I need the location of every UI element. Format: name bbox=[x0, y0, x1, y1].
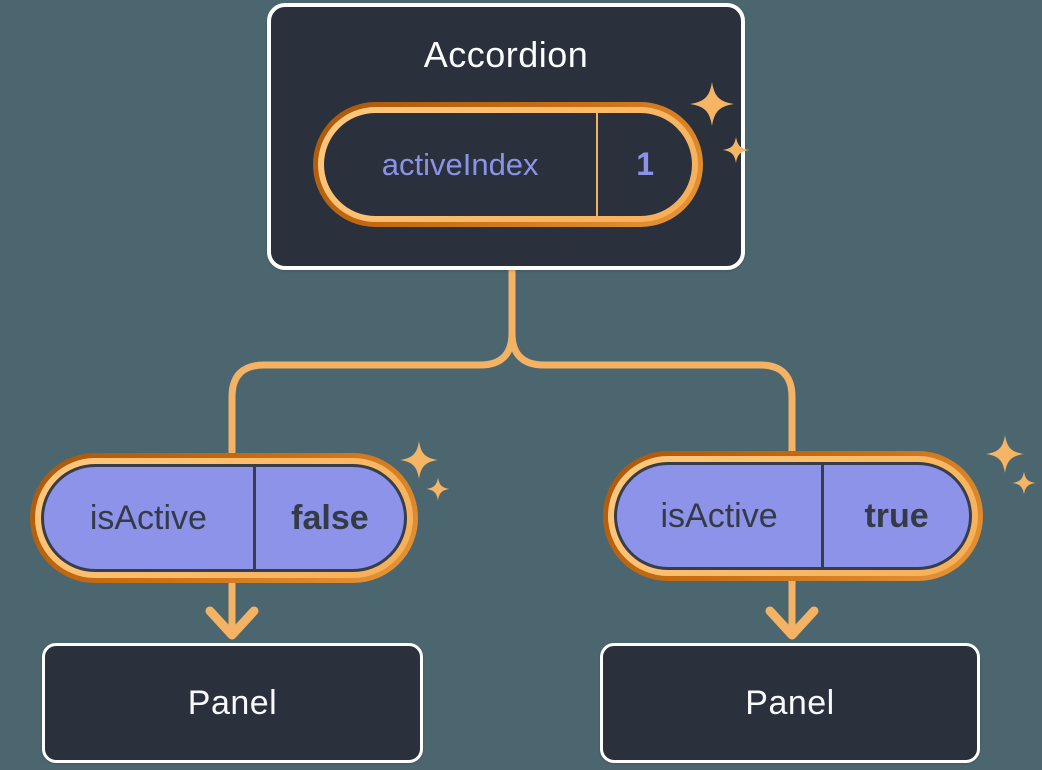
accordion-node-title: Accordion bbox=[423, 34, 589, 75]
state-label-cell: activeIndex bbox=[324, 113, 596, 216]
state-pill-body: isActive true bbox=[614, 462, 972, 570]
pill-divider bbox=[252, 467, 256, 569]
state-label: isActive bbox=[89, 498, 207, 537]
state-label-cell: isActive bbox=[44, 467, 253, 569]
state-label: isActive bbox=[660, 496, 778, 535]
state-value-cell: true bbox=[824, 465, 969, 567]
sparkle-icon bbox=[690, 82, 750, 164]
pill-divider bbox=[821, 465, 825, 567]
state-pill-body: activeIndex 1 bbox=[324, 113, 692, 216]
state-value: false bbox=[291, 498, 369, 537]
arrow-down-icon bbox=[205, 606, 259, 640]
state-value: 1 bbox=[636, 146, 655, 182]
panel-node-right: Panel bbox=[600, 643, 980, 763]
state-pill-inner-ring: isActive false bbox=[35, 458, 413, 578]
branch-right bbox=[508, 264, 796, 634]
state-value-cell: 1 bbox=[598, 113, 692, 216]
sparkle-icon bbox=[986, 435, 1036, 495]
panel-node-left: Panel bbox=[42, 643, 423, 763]
state-value: true bbox=[864, 496, 929, 535]
state-label-cell: isActive bbox=[617, 465, 821, 567]
state-value-cell: false bbox=[256, 467, 404, 569]
state-pill-body: isActive false bbox=[41, 464, 407, 572]
state-pill-inner-ring: activeIndex 1 bbox=[318, 107, 698, 222]
sparkle-icon bbox=[400, 441, 450, 501]
pill-divider bbox=[596, 113, 599, 216]
state-pill-isactive-right: isActive true bbox=[603, 451, 983, 581]
state-label: activeIndex bbox=[381, 146, 539, 182]
state-pill-activeindex: activeIndex 1 bbox=[313, 102, 703, 227]
arrow-down-icon bbox=[765, 606, 819, 640]
state-pill-inner-ring: isActive true bbox=[608, 456, 978, 576]
state-pill-isactive-left: isActive false bbox=[30, 453, 418, 583]
